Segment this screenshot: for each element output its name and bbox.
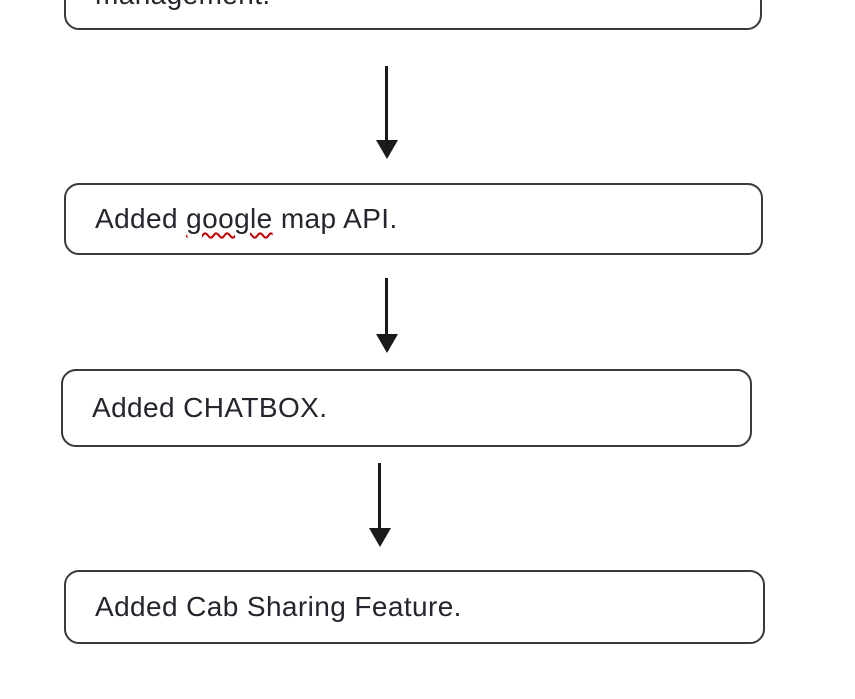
flow-node-label: Added Cab Sharing Feature. (95, 591, 462, 622)
down-arrow-icon (385, 278, 388, 334)
flow-node-label: management. (95, 0, 271, 11)
flow-node-label: Added CHATBOX. (92, 392, 328, 423)
down-arrow-icon (385, 66, 388, 140)
flow-node-google-map-api: Added google map API. (64, 183, 763, 255)
spellcheck-underlined-word: google (186, 203, 273, 234)
down-arrow-icon (378, 463, 381, 528)
label-prefix: Added (95, 203, 187, 234)
flow-node-management: management. (64, 0, 762, 30)
flow-node-label: Added google map API. (95, 203, 398, 235)
label-suffix: map API. (272, 203, 398, 234)
flow-node-chatbox: Added CHATBOX. (61, 369, 752, 447)
flow-node-cab-sharing: Added Cab Sharing Feature. (64, 570, 765, 644)
